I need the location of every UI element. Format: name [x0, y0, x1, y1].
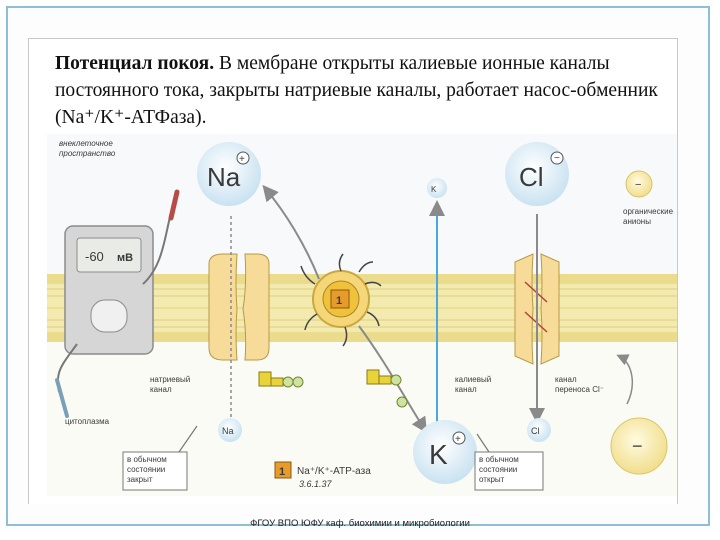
- svg-text:Na: Na: [222, 426, 234, 436]
- pump-sodium-out-arrow: [262, 184, 320, 280]
- sodium-state-box: в обычном состоянии закрыт: [122, 425, 198, 491]
- potassium-channel-label: калиевый канал: [455, 375, 493, 394]
- extracellular-label: внеклеточное пространство: [59, 139, 116, 158]
- sodium-channel: [208, 253, 270, 361]
- atp-molecule: [258, 371, 304, 388]
- sodium-potassium-pump: 1: [300, 253, 382, 347]
- chloride-ion-bubble: Cl −: [505, 142, 569, 206]
- svg-text:Cl: Cl: [531, 426, 540, 436]
- chloride-return-arrow: [616, 354, 634, 405]
- sodium-small-ion: Na: [218, 418, 242, 442]
- slide-footer: ФГОУ ВПО ЮФУ каф. биохимии и микробиолог…: [250, 518, 470, 529]
- svg-text:−: −: [632, 436, 643, 456]
- potassium-ion-symbol: K: [429, 439, 448, 470]
- svg-text:1: 1: [279, 466, 285, 478]
- chloride-channel: [514, 253, 560, 365]
- svg-text:в обычном состоянии: в обычном состоянии открыт: [479, 455, 521, 484]
- svg-text:в обычном состоянии: в обычном состоянии закрыт: [127, 455, 169, 484]
- cytoplasm-label: цитоплазма: [65, 417, 110, 426]
- chloride-small-ion: Cl: [527, 418, 551, 442]
- slide-heading: Потенциал покоя. В мембране открыты кали…: [55, 50, 675, 131]
- svg-text:+: +: [239, 154, 245, 165]
- legend-ec-number: 3.6.1.37: [299, 479, 333, 489]
- organic-anion-top: −: [625, 170, 653, 198]
- svg-text:−: −: [554, 153, 560, 164]
- svg-text:K: K: [431, 185, 437, 194]
- heading-title: Потенциал покоя.: [55, 53, 215, 74]
- voltmeter: -60 мВ: [55, 189, 180, 418]
- potassium-state-box: в обычном состоянии открыт: [474, 433, 544, 491]
- voltmeter-reading: -60: [85, 249, 104, 264]
- svg-text:+: +: [455, 434, 461, 445]
- pump-number: 1: [336, 295, 342, 307]
- sodium-ion-bubble: Na +: [197, 142, 261, 206]
- adp-molecule: [366, 369, 408, 408]
- potassium-ion-bubble: K +: [413, 420, 477, 484]
- sodium-channel-label: натриевый канал: [150, 375, 192, 394]
- legend-enzyme-name: Na⁺/K⁺-ATP-аза: [297, 466, 371, 477]
- organic-anion-bottom: −: [610, 417, 668, 475]
- heading-text: В мембране открыты калиевые ионные канал…: [55, 53, 658, 128]
- voltmeter-unit: мВ: [117, 252, 133, 264]
- resting-potential-diagram: внеклеточное пространство -60 мВ Na + Na…: [47, 134, 677, 496]
- potassium-small-ion-top: K: [427, 178, 447, 198]
- chloride-ion-symbol: Cl: [519, 162, 544, 192]
- chloride-channel-label: канал переноса Cl⁻: [555, 375, 604, 394]
- organic-anions-label: органические анионы: [623, 207, 675, 226]
- sodium-ion-symbol: Na: [207, 162, 241, 192]
- enzyme-legend: 1 Na⁺/K⁺-ATP-аза 3.6.1.37: [274, 461, 371, 489]
- svg-text:−: −: [635, 179, 641, 191]
